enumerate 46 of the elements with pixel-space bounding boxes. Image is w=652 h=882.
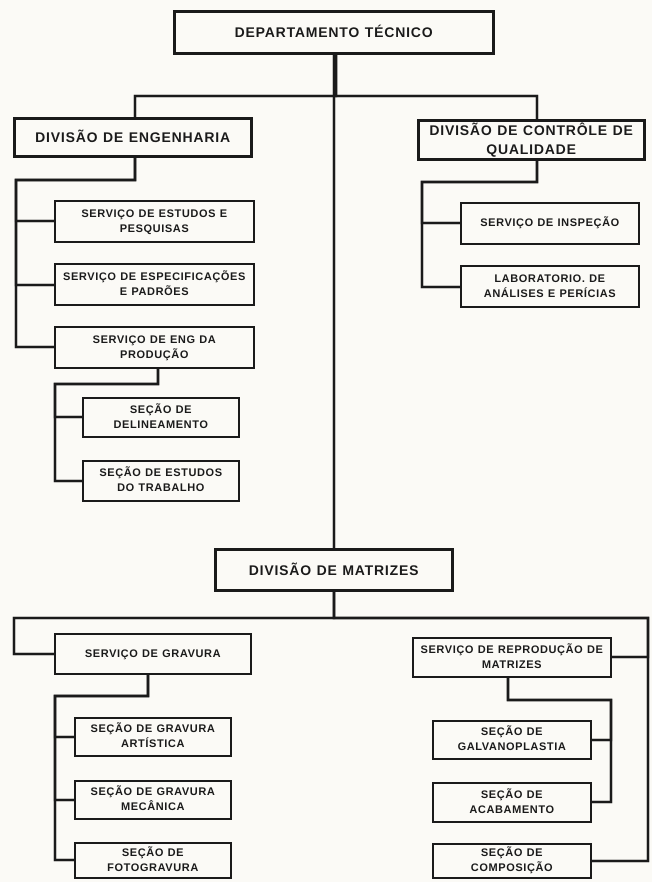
connector-line bbox=[332, 55, 336, 548]
unit-name: SERVIÇO DE ESPECIFICAÇÕES E PADRÕES bbox=[62, 270, 247, 300]
org-unit-box bbox=[74, 717, 232, 757]
org-unit-box bbox=[417, 119, 646, 161]
unit-name: DIVISÃO DE ENGENHARIA bbox=[35, 128, 231, 147]
unit-name: DIVISÃO DE MATRIZES bbox=[248, 560, 420, 580]
connector-line bbox=[506, 678, 612, 804]
unit-name: SERVIÇO DE ESTUDOS E PESQUISAS bbox=[80, 206, 229, 236]
unit-name: SERVIÇO DE GRAVURA bbox=[84, 646, 222, 662]
unit-name: SEÇÃO DE ESTUDOS DO TRABALHO bbox=[98, 466, 224, 496]
connector-line bbox=[420, 161, 538, 288]
unit-name: SERVIÇO DE REPRODUÇÃO DE MATRIZES bbox=[420, 642, 604, 672]
org-unit-box bbox=[74, 842, 232, 879]
org-unit-box bbox=[54, 263, 255, 306]
org-unit-box bbox=[82, 397, 240, 438]
org-unit-box bbox=[460, 202, 640, 245]
unit-name: LABORATORIO. DE ANÁLISES E PERÍCIAS bbox=[482, 272, 618, 302]
org-unit-box bbox=[54, 326, 255, 369]
org-unit-box bbox=[82, 460, 240, 502]
unit-name: SEÇÃO DE DELINEAMENTO bbox=[112, 402, 210, 432]
org-unit-box bbox=[173, 10, 495, 55]
org-unit-box bbox=[432, 843, 592, 879]
unit-name: SEÇÃO DE FOTOGRAVURA bbox=[106, 846, 200, 876]
unit-name: SERVIÇO DE INSPEÇÃO bbox=[480, 216, 620, 231]
org-unit-box bbox=[412, 637, 612, 678]
unit-name: SEÇÃO DE GRAVURA ARTÍSTICA bbox=[90, 722, 216, 752]
org-unit-box bbox=[74, 780, 232, 820]
connector-line bbox=[332, 592, 650, 862]
org-unit-box bbox=[432, 720, 592, 760]
connector-line bbox=[54, 369, 160, 482]
unit-name: SEÇÃO DE ACABAMENTO bbox=[468, 788, 556, 818]
unit-name: SEÇÃO DE COMPOSIÇÃO bbox=[470, 846, 554, 876]
unit-name: DIVISÃO DE CONTRÔLE DE QUALIDADE bbox=[428, 121, 635, 159]
unit-name: SEÇÃO DE GRAVURA MECÂNICA bbox=[90, 785, 216, 815]
connector-line bbox=[54, 675, 150, 862]
unit-name: SEÇÃO DE GALVANOPLASTIA bbox=[456, 725, 568, 755]
unit-name: SERVIÇO DE ENG DA PRODUÇÃO bbox=[92, 332, 218, 362]
org-unit-box bbox=[214, 548, 454, 592]
org-unit-box bbox=[54, 200, 255, 243]
connector-line bbox=[14, 158, 136, 348]
connector-line bbox=[334, 55, 538, 119]
org-unit-box bbox=[54, 633, 252, 675]
org-unit-box bbox=[432, 782, 592, 823]
org-unit-box bbox=[460, 265, 640, 308]
org-unit-box bbox=[13, 117, 253, 158]
unit-name: DEPARTAMENTO TÉCNICO bbox=[234, 23, 434, 42]
